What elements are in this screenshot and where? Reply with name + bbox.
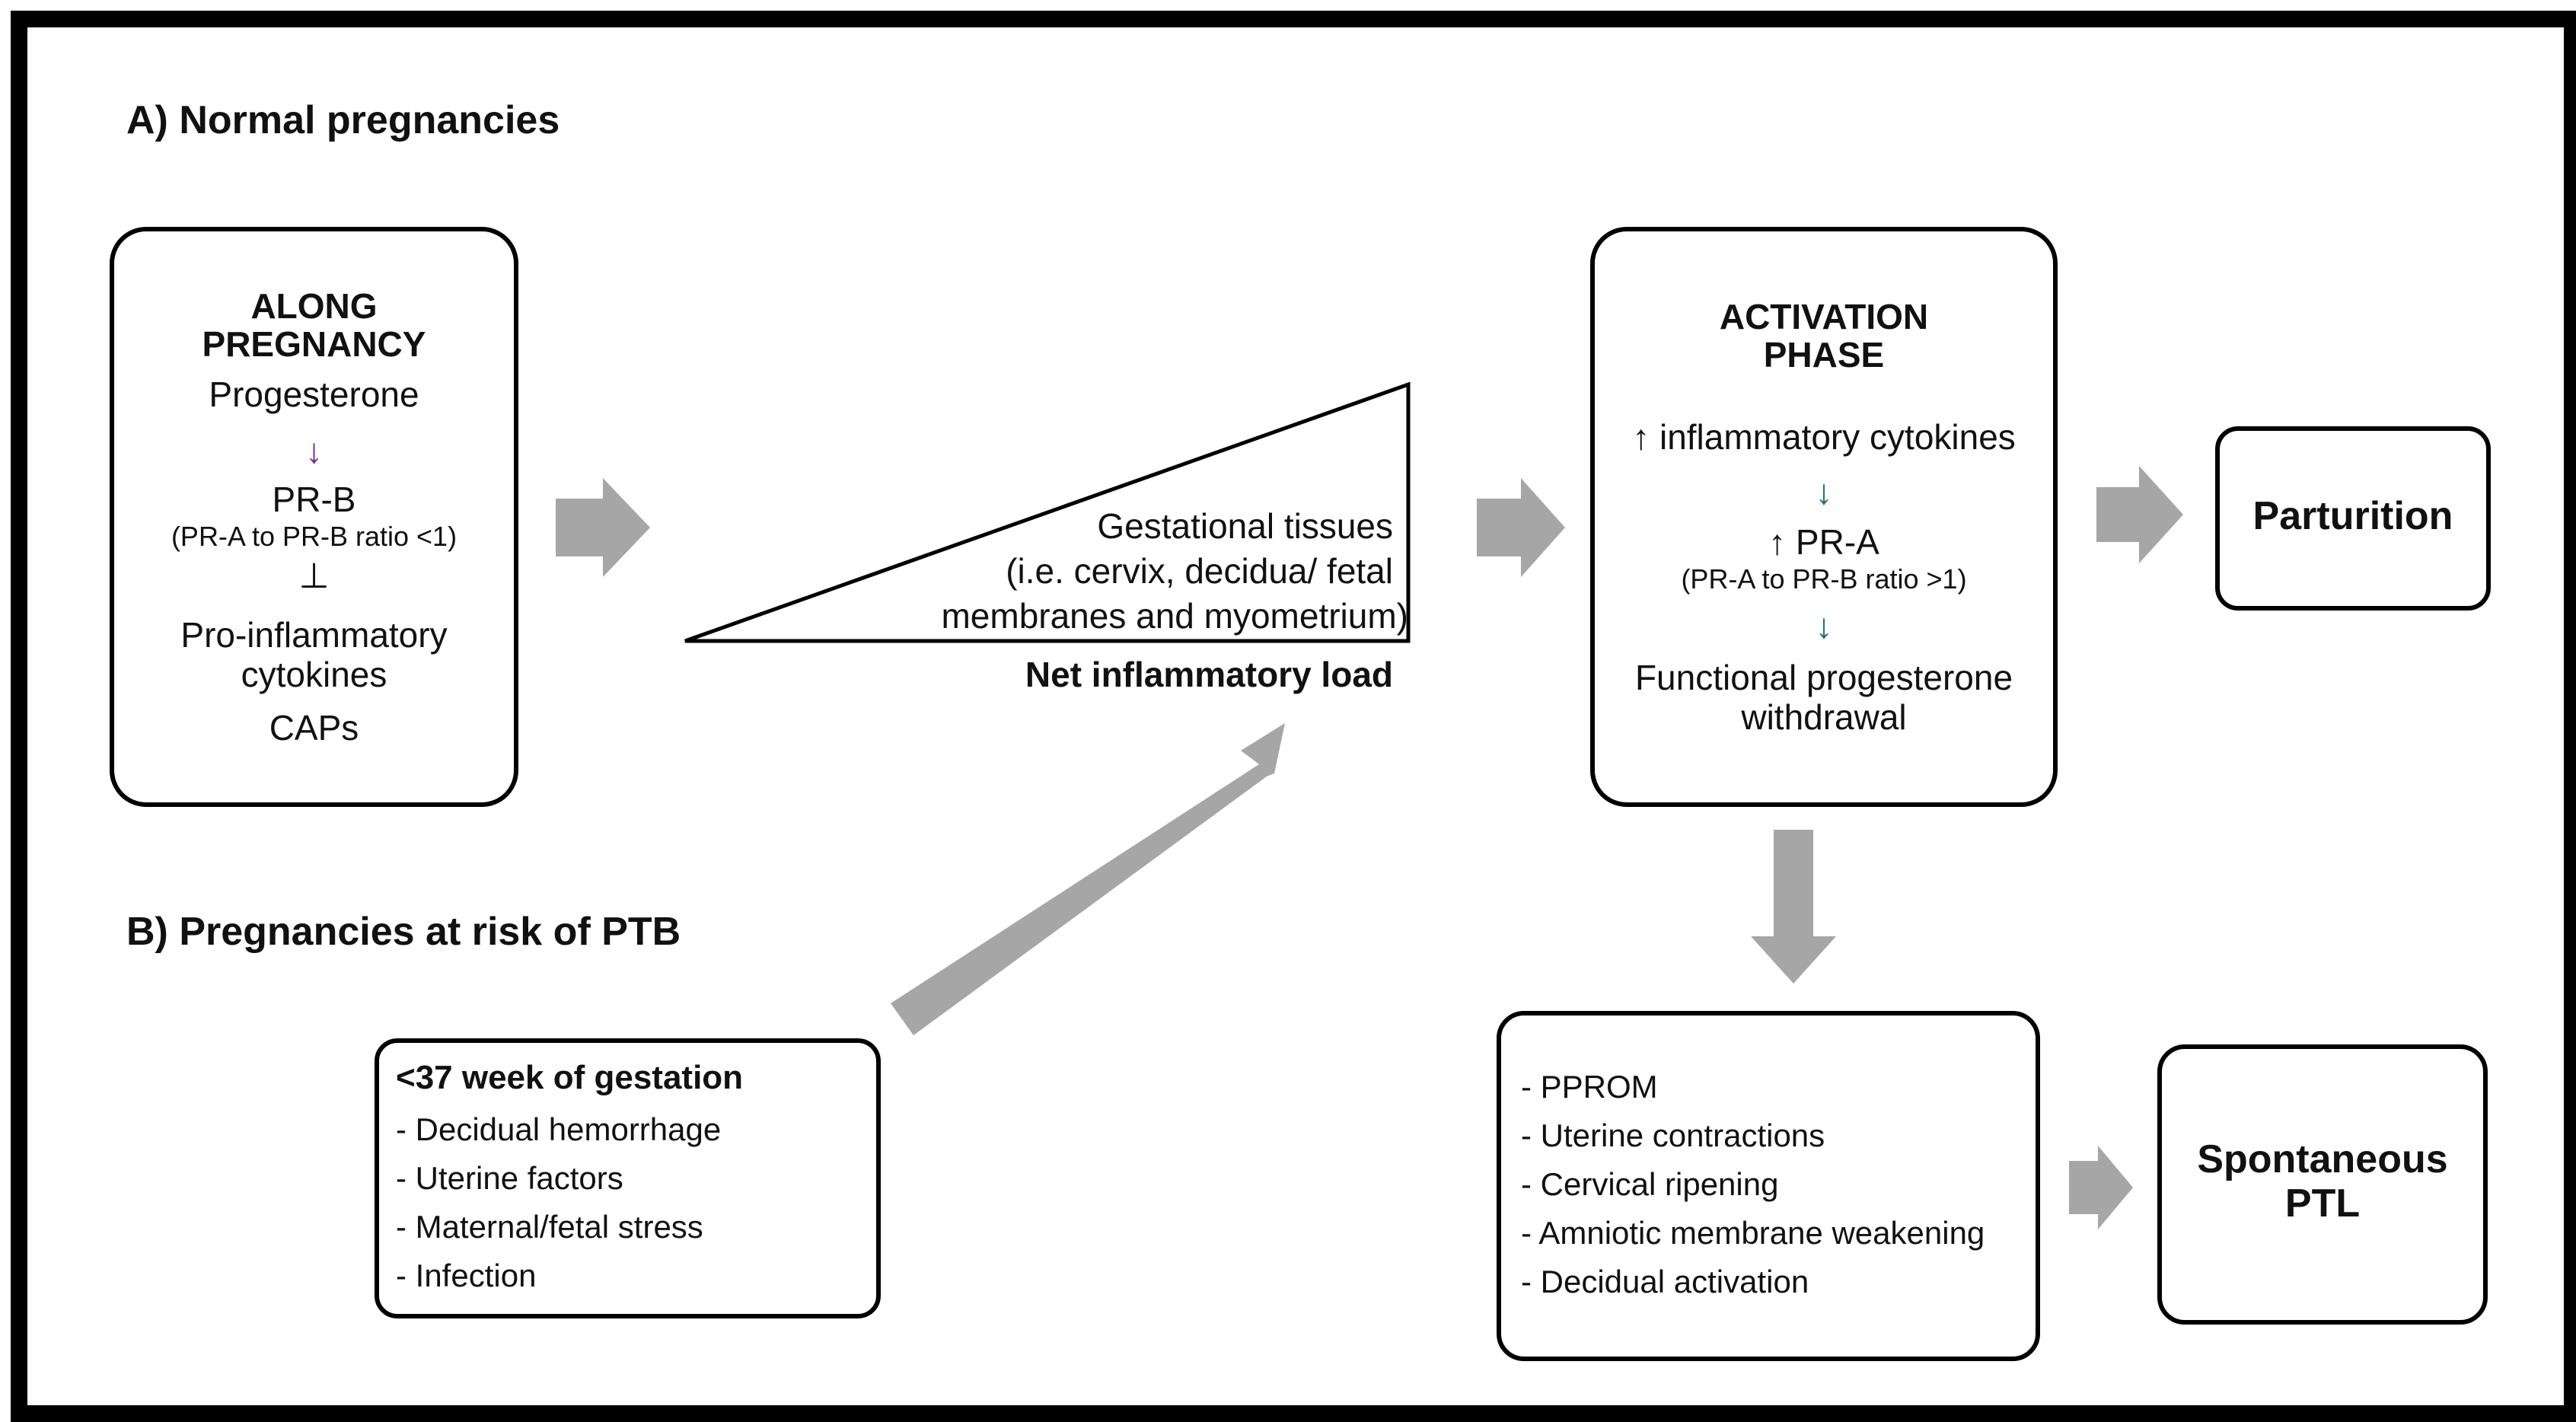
outcome-item: - Decidual activation bbox=[1521, 1264, 1809, 1299]
parturition-box bbox=[2215, 426, 2491, 611]
pr-a-up: ↑ PR-A bbox=[1768, 522, 1879, 562]
section-b-title: B) Pregnancies at risk of PTB bbox=[126, 910, 681, 954]
progesterone-withdrawal-line-1: Functional progesterone bbox=[1634, 658, 2013, 697]
pr-b-label: PR-B bbox=[272, 480, 356, 519]
risk-item: - Uterine factors bbox=[396, 1160, 623, 1196]
activation-heading-line-1: ACTIVATION bbox=[1719, 297, 1929, 336]
along-pregnancy-box bbox=[110, 227, 518, 807]
gestational-tissues-line-1: Gestational tissues bbox=[1097, 506, 1393, 546]
pro-inflammatory-line-2: cytokines bbox=[241, 655, 387, 694]
net-inflammatory-load-triangle bbox=[684, 381, 1411, 643]
outcome-item: - Cervical ripening bbox=[1521, 1166, 1779, 1202]
progesterone-label: Progesterone bbox=[209, 375, 419, 414]
activation-phase-box bbox=[1590, 227, 2058, 807]
pro-inflammatory-line-1: Pro-inflammatory bbox=[180, 615, 448, 655]
outcomes-box bbox=[1497, 1011, 2040, 1361]
outcome-item: - Uterine contractions bbox=[1521, 1118, 1825, 1153]
gestational-tissues-line-3: membranes and myometrium) bbox=[941, 596, 1408, 636]
arrow-risk-to-triangle bbox=[891, 723, 1285, 1035]
teal-arrow-down-icon-2: ↓ bbox=[1815, 606, 1833, 646]
arrow-outcomes-to-ptl bbox=[2069, 1146, 2133, 1229]
risk-heading: <37 week of gestation bbox=[396, 1059, 744, 1096]
arrow-activation-to-parturition bbox=[2096, 466, 2183, 563]
arrow-along-to-triangle bbox=[556, 478, 650, 577]
inflammatory-cytokines-up: ↑ inflammatory cytokines bbox=[1632, 417, 2016, 457]
caps-label: CAPs bbox=[269, 708, 359, 748]
outcome-item: - Amniotic membrane weakening bbox=[1521, 1215, 1985, 1251]
net-inflammatory-load-caption: Net inflammatory load bbox=[1025, 655, 1393, 694]
risk-item: - Infection bbox=[396, 1258, 537, 1293]
ptl-label: PTL bbox=[2284, 1181, 2361, 1226]
pr-ratio-greater-than-1: (PR-A to PR-B ratio >1) bbox=[1681, 563, 1967, 595]
teal-arrow-down-icon: ↓ bbox=[1815, 472, 1833, 512]
section-a-title: A) Normal pregnancies bbox=[126, 98, 560, 142]
risk-item: - Maternal/fetal stress bbox=[396, 1209, 703, 1245]
progesterone-withdrawal-line-2: withdrawal bbox=[1741, 697, 1907, 737]
arrow-activation-to-outcomes bbox=[1751, 830, 1836, 984]
purple-arrow-down-icon: ↓ bbox=[305, 431, 323, 470]
pr-ratio-less-than-1: (PR-A to PR-B ratio <1) bbox=[171, 521, 457, 552]
arrow-triangle-to-activation bbox=[1477, 478, 1565, 577]
risk-item: - Decidual hemorrhage bbox=[396, 1111, 722, 1147]
parturition-label: Parturition bbox=[2252, 494, 2453, 538]
activation-heading-line-2: PHASE bbox=[1763, 335, 1885, 375]
along-heading-line-2: PREGNANCY bbox=[202, 324, 426, 364]
spontaneous-ptl-box bbox=[2157, 1044, 2488, 1325]
spontaneous-label: Spontaneous bbox=[2197, 1137, 2448, 1181]
gestational-tissues-line-2: (i.e. cervix, decidua/ fetal bbox=[1006, 551, 1393, 591]
along-heading-line-1: ALONG bbox=[250, 286, 378, 326]
outcome-item: - PPROM bbox=[1521, 1069, 1658, 1105]
risk-factors-box bbox=[375, 1038, 881, 1318]
inhibition-icon: ⊥ bbox=[298, 556, 330, 595]
